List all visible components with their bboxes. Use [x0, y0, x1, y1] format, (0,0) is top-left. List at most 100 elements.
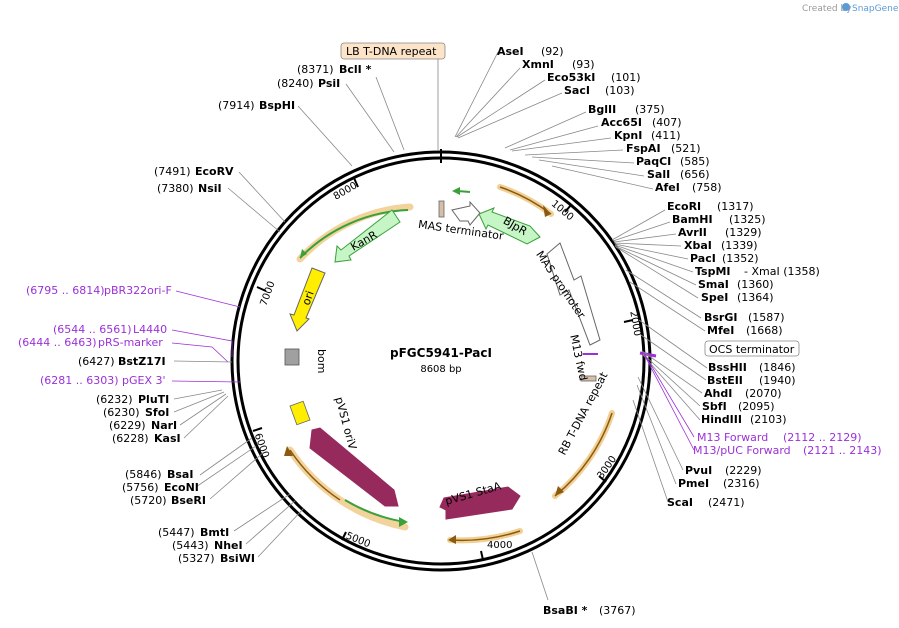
- mas-promoter-arrow: [546, 242, 601, 346]
- enzyme-position-label: (1339): [721, 239, 758, 252]
- enzyme-name-label: KpnI: [614, 129, 642, 142]
- enzyme-position-label: (1352): [722, 252, 759, 265]
- snapgene-brand-text: SnapGene: [852, 4, 899, 14]
- enzyme-position-label: (2095): [738, 400, 775, 413]
- ocs-terminator-label: OCS terminator: [709, 343, 795, 356]
- snapgene-logo-icon: [842, 3, 850, 11]
- plasmid-name: pFGC5941-PacI: [390, 346, 492, 360]
- bom-block: [284, 348, 300, 366]
- enzyme-name-label: PsiI: [318, 77, 340, 90]
- enzyme-name-label: BglII: [588, 103, 616, 116]
- enzyme-name-label: PvuI: [685, 464, 712, 477]
- pvs1-repa-arrow: [309, 427, 399, 507]
- rb-tdna-block: [580, 375, 597, 382]
- enzyme-labels-right: AseI(92) XmnI(93) Eco53kI(101) SacI(103)…: [497, 45, 820, 617]
- lb-tdna-box: LB T-DNA repeat: [340, 42, 446, 150]
- orf-arcs: [284, 184, 615, 544]
- enzyme-position-label: (6228): [112, 432, 149, 445]
- tick-1000: 1000: [549, 199, 576, 224]
- enzyme-name-label: PaqCI: [636, 155, 671, 168]
- enzyme-position-label: - XmaI (1358): [744, 265, 820, 278]
- enzyme-position-label: (103): [605, 84, 635, 97]
- enzyme-position-label: (7380): [157, 182, 194, 195]
- enzyme-position-label: (7914): [218, 99, 255, 112]
- enzyme-position-label: (101): [611, 71, 641, 84]
- enzyme-name-label: Eco53kI: [547, 71, 595, 84]
- enzyme-name-label: BstZ17I: [118, 355, 166, 368]
- enzyme-position-label: (758): [692, 181, 722, 194]
- primer-name-label: M13 Forward: [697, 431, 768, 444]
- enzyme-position-label: (585): [680, 155, 710, 168]
- enzyme-position-label: (6427): [78, 355, 115, 368]
- scale-ticks: [252, 177, 634, 561]
- ori-label: ori: [300, 289, 317, 307]
- enzyme-name-label: AfeI: [655, 181, 680, 194]
- enzyme-position-label: (5756): [122, 481, 159, 494]
- enzyme-position-label: (92): [541, 45, 564, 58]
- enzyme-name-label: BclI *: [339, 63, 372, 76]
- enzyme-name-label: ScaI: [667, 496, 693, 509]
- enzyme-position-label: (1587): [748, 311, 785, 324]
- enzyme-position-label: (2103): [750, 413, 787, 426]
- enzyme-name-label: BssHII: [708, 361, 747, 374]
- enzyme-name-label: SbfI: [702, 400, 727, 413]
- enzyme-name-label: BseRI: [171, 494, 206, 507]
- enzyme-name-label: EcoRV: [195, 165, 234, 178]
- m13-fwd-label: M13 fwd: [567, 333, 589, 381]
- enzyme-name-label: BsrGI: [704, 311, 737, 324]
- enzyme-position-label: (1364): [737, 291, 774, 304]
- enzyme-name-label: BsiWI: [220, 552, 255, 565]
- primer-labels: M13 Forward(2112 .. 2129) M13/pUC Forwar…: [18, 284, 882, 457]
- mas-terminator-arrow: [451, 200, 481, 226]
- rb-tdna-label: RB T-DNA repeat: [556, 369, 611, 457]
- enzyme-name-label: EcoRI: [667, 200, 701, 213]
- orf-arc-top-right: [497, 184, 554, 217]
- enzyme-position-label: (2070): [745, 387, 782, 400]
- enzyme-labels-left: (8371) BclI * (8240) PsiI (7914) BspHI (749…: [78, 63, 372, 565]
- tick-8000: 8000: [332, 180, 360, 202]
- primer-name-label: L4440: [133, 323, 167, 336]
- enzyme-position-label: (1317): [717, 200, 754, 213]
- created-by-text: Created by: [802, 4, 852, 14]
- primer-range-label: (6544 .. 6561): [53, 323, 132, 336]
- enzyme-position-label: (1325): [729, 213, 766, 226]
- enzyme-position-label: (6230): [103, 406, 140, 419]
- enzyme-position-label: (1940): [759, 374, 796, 387]
- enzyme-position-label: (5846): [125, 468, 162, 481]
- enzyme-name-label: PluTI: [138, 393, 169, 406]
- primer-range-label: (6444 .. 6463): [18, 336, 97, 349]
- enzyme-position-label: (7491): [154, 165, 191, 178]
- bom-label: bom: [315, 349, 328, 373]
- enzyme-name-label: AseI: [497, 45, 524, 58]
- bjpr-arrow: [478, 207, 541, 245]
- primer-range-label: (6795 .. 6814): [26, 284, 105, 297]
- pvs1-staa-arrow: [439, 486, 521, 520]
- enzyme-position-label: (6232): [96, 393, 133, 406]
- enzyme-name-label: SmaI: [698, 278, 729, 291]
- primer-range-label: (6281 .. 6303): [40, 374, 119, 387]
- enzyme-name-label: BspHI: [259, 99, 295, 112]
- enzyme-position-label: (656): [680, 168, 710, 181]
- enzyme-name-label: Acc65I: [601, 116, 642, 129]
- enzyme-position-label: (521): [671, 142, 701, 155]
- enzyme-name-label: AhdI: [704, 387, 732, 400]
- enzyme-name-label: PacI: [690, 252, 716, 265]
- enzyme-position-label: (5327): [178, 552, 215, 565]
- tick-4000: 4000: [487, 540, 512, 551]
- enzyme-position-label: (1846): [759, 361, 796, 374]
- mas-terminator-block: [438, 200, 445, 218]
- enzyme-position-label: (375): [635, 103, 665, 116]
- enzyme-name-label: EcoNI: [164, 481, 199, 494]
- primer-name-label: M13/pUC Forward: [693, 444, 791, 457]
- tick-2000: 2000: [627, 310, 642, 337]
- enzyme-position-label: (5443): [172, 539, 209, 552]
- enzyme-position-label: (8240): [277, 77, 314, 90]
- enzyme-name-label: HindIII: [701, 413, 742, 426]
- enzyme-name-label: PmeI: [678, 477, 709, 490]
- primer-name-label: pRS-marker: [98, 336, 163, 349]
- enzyme-name-label: BmtI: [200, 526, 229, 539]
- enzyme-position-label: (8371): [297, 63, 334, 76]
- tick-7000: 7000: [259, 280, 278, 308]
- primer-range-label: (2121 .. 2143): [803, 444, 882, 457]
- enzyme-name-label: BsaI: [167, 468, 193, 481]
